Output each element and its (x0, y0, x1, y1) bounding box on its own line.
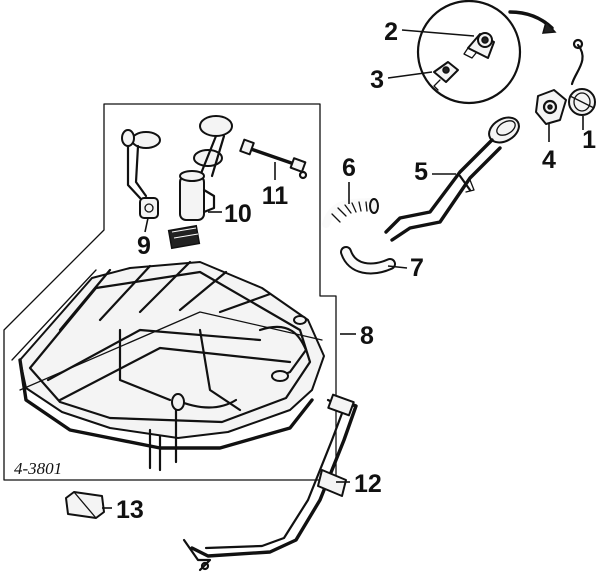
callout-1: 1 (582, 126, 596, 154)
callout-8: 8 (360, 322, 374, 350)
callout-9: 9 (137, 232, 151, 260)
part-11-breather-tube-icon (239, 138, 308, 180)
callout-5: 5 (414, 158, 428, 186)
callout-4: 4 (542, 146, 556, 174)
callout-12: 12 (354, 470, 382, 498)
part-7-hose-icon (340, 246, 396, 275)
figure-number: 4-3801 (14, 459, 62, 478)
fuel-tank-icon (11, 260, 325, 472)
callout-3: 3 (370, 66, 384, 94)
callout-7: 7 (410, 254, 424, 282)
part-1-filler-cap-icon (568, 38, 596, 116)
leader-lines (102, 29, 584, 509)
part-13-pad-icon (65, 491, 105, 519)
detail-circle-inset (416, 0, 557, 105)
callout-6: 6 (342, 154, 356, 182)
part-6-corrugated-hose-icon (322, 198, 379, 228)
callout-labels: 1 2 3 4 5 6 7 8 9 10 11 12 13 (116, 18, 596, 524)
part-4-gasket-icon (535, 89, 567, 125)
part-5-filler-neck-icon (384, 116, 520, 242)
detail-arrowhead (541, 20, 557, 34)
callout-13: 13 (116, 496, 144, 524)
part-2-valve-icon (463, 32, 495, 59)
part-10-fuel-pump-icon (167, 115, 233, 250)
part-9-sender-unit-icon (121, 129, 161, 219)
callout-10: 10 (224, 200, 252, 228)
part-12-strap-icon (182, 393, 358, 572)
part-3-clip-icon (433, 61, 459, 91)
callout-11: 11 (262, 182, 289, 210)
callout-2: 2 (384, 18, 398, 46)
